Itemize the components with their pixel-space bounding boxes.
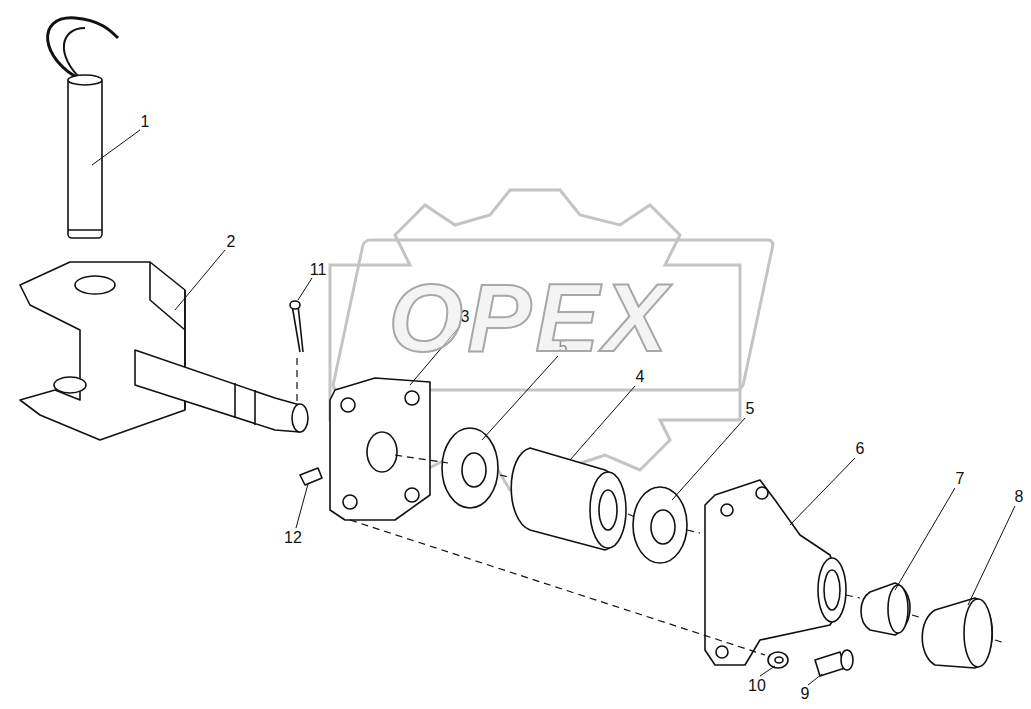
callout-number: 10 <box>748 678 766 694</box>
callout-number: 2 <box>227 234 236 250</box>
callout-number: 11 <box>310 262 327 278</box>
assembly-axes <box>297 358 1005 655</box>
callout-number: 7 <box>956 471 965 487</box>
callout-number: 4 <box>636 369 645 385</box>
watermark-gear <box>330 190 774 490</box>
callout-number: 8 <box>1015 489 1024 505</box>
callout-number: 9 <box>801 686 810 702</box>
callout-number: 6 <box>856 441 865 457</box>
watermark: OPEX <box>389 270 672 366</box>
callout-number: 1 <box>141 114 150 130</box>
callout-number: 12 <box>284 530 302 546</box>
parts <box>20 18 992 676</box>
leader-lines <box>92 130 1015 685</box>
callout-number: 5 <box>746 401 755 417</box>
